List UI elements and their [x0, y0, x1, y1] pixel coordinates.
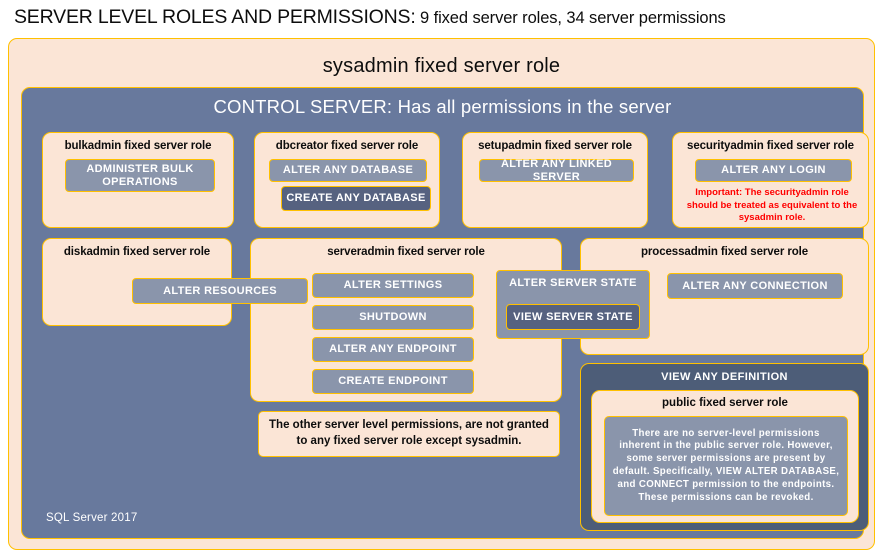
permission-alter-settings[interactable]: ALTER SETTINGS	[312, 273, 474, 298]
permission-alter-any-database[interactable]: ALTER ANY DATABASE	[269, 159, 427, 182]
public-role-note-card: There are no server-level permissions in…	[604, 416, 848, 516]
permission-view-any-definition-card[interactable]: VIEW ANY DEFINITION public fixed server …	[580, 363, 869, 531]
permission-administer-bulk-operations[interactable]: ADMINISTER BULK OPERATIONS	[65, 159, 215, 192]
securityadmin-role-label: securityadmin fixed server role	[687, 140, 854, 152]
other-permissions-note-text: The other server level permissions, are …	[269, 419, 549, 447]
diskadmin-role-label: diskadmin fixed server role	[63, 246, 211, 258]
securityadmin-role-card[interactable]: securityadmin fixed server role ALTER AN…	[672, 132, 869, 228]
processadmin-role-label: processadmin fixed server role	[640, 246, 809, 258]
dbcreator-role-card[interactable]: dbcreator fixed server role ALTER ANY DA…	[254, 132, 440, 228]
permission-view-server-state[interactable]: VIEW SERVER STATE	[506, 304, 640, 330]
securityadmin-warning-note: Important: The securityadmin role should…	[686, 187, 858, 224]
permission-create-endpoint[interactable]: CREATE ENDPOINT	[312, 369, 474, 394]
bulkadmin-role-label: bulkadmin fixed server role	[64, 140, 212, 152]
permission-create-any-database[interactable]: CREATE ANY DATABASE	[281, 186, 431, 211]
public-role-card[interactable]: public fixed server role There are no se…	[591, 390, 859, 523]
permission-view-any-definition-label: VIEW ANY DEFINITION	[661, 371, 788, 383]
page-title-light: 9 fixed server roles, 34 server permissi…	[415, 9, 726, 27]
public-role-note-text: There are no server-level permissions in…	[612, 427, 840, 503]
control-server-label: CONTROL SERVER: Has all permissions in t…	[213, 96, 672, 117]
setupadmin-role-card[interactable]: setupadmin fixed server role ALTER ANY L…	[462, 132, 648, 228]
footer-version-label: SQL Server 2017	[46, 512, 138, 524]
public-role-label: public fixed server role	[662, 397, 788, 409]
permission-shutdown[interactable]: SHUTDOWN	[312, 305, 474, 330]
page-title: SERVER LEVEL ROLES AND PERMISSIONS: 9 fi…	[14, 6, 874, 34]
permission-alter-any-linked-server[interactable]: ALTER ANY LINKED SERVER	[479, 158, 634, 183]
permission-alter-any-login[interactable]: ALTER ANY LOGIN	[695, 159, 852, 182]
dbcreator-role-label: dbcreator fixed server role	[275, 140, 419, 152]
other-permissions-note-card: The other server level permissions, are …	[258, 411, 560, 457]
setupadmin-role-label: setupadmin fixed server role	[478, 140, 632, 152]
serveradmin-role-label: serveradmin fixed server role	[327, 246, 485, 258]
sysadmin-role-card[interactable]: sysadmin fixed server role CONTROL SERVE…	[8, 38, 875, 550]
permission-alter-resources[interactable]: ALTER RESOURCES	[132, 278, 308, 304]
page-title-strong: SERVER LEVEL ROLES AND PERMISSIONS:	[14, 6, 416, 28]
alter-server-state-group: ALTER SERVER STATE VIEW SERVER STATE	[496, 270, 650, 339]
control-server-card[interactable]: CONTROL SERVER: Has all permissions in t…	[21, 87, 869, 539]
permission-alter-any-endpoint[interactable]: ALTER ANY ENDPOINT	[312, 337, 474, 362]
bulkadmin-role-card[interactable]: bulkadmin fixed server role ADMINISTER B…	[42, 132, 234, 228]
sysadmin-role-label: sysadmin fixed server role	[322, 55, 561, 77]
permission-alter-any-connection[interactable]: ALTER ANY CONNECTION	[667, 273, 843, 299]
